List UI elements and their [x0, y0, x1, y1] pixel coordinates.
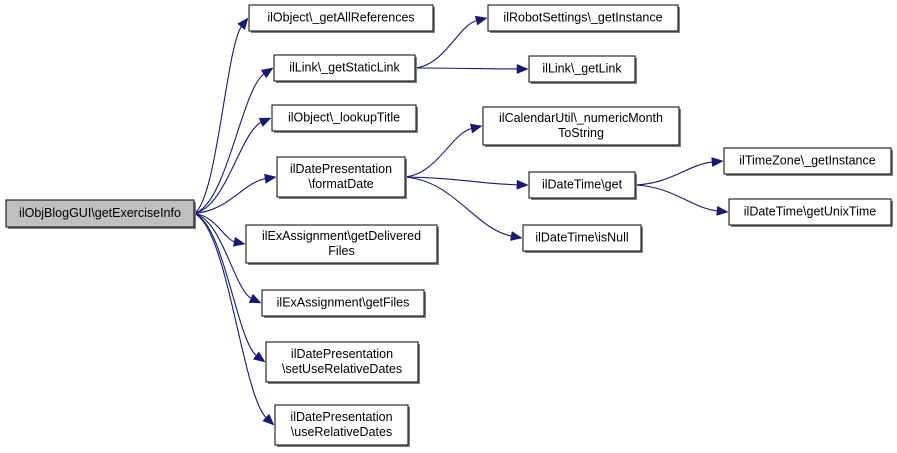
graph-node-label: ilObject\_lookupTitle — [288, 110, 400, 124]
graph-node-label: ilObject\_getAllReferences — [267, 10, 414, 24]
graph-node-root[interactable]: ilObjBlogGUI\getExerciseInfo — [5, 199, 196, 229]
graph-node-label: ilCalendarUtil\_numericMonth — [499, 111, 663, 125]
graph-node-getAllReferences[interactable]: ilObject\_getAllReferences — [248, 4, 435, 33]
edge-arrowhead — [237, 17, 249, 30]
graph-edge-dateTimeGet-to-timeZoneGetInstance — [634, 161, 714, 186]
graph-edge-root-to-setUseRelativeDates — [193, 212, 258, 357]
graph-node-label: ilExAssignment\getDelivered — [262, 229, 421, 243]
edge-arrowhead — [516, 63, 529, 74]
graph-node-label: ilDateTime\getUnixTime — [744, 204, 876, 218]
edge-arrowhead — [510, 231, 523, 241]
graph-node-getFiles[interactable]: ilExAssignment\getFiles — [261, 289, 426, 318]
graph-node-timeZoneGetInstance[interactable]: ilTimeZone\_getInstance — [723, 147, 893, 176]
graph-node-label: ilDatePresentation — [291, 347, 393, 361]
edge-arrowhead — [248, 293, 262, 304]
graph-edge-root-to-getDeliveredFiles — [193, 212, 236, 243]
node-layer: ilObjBlogGUI\getExerciseInfo ilObject\_ge… — [5, 4, 893, 447]
edge-arrowhead — [252, 351, 266, 363]
graph-node-label: ilDateTime\isNull — [535, 230, 628, 244]
graph-node-formatDate[interactable]: ilDatePresentation\formatDate — [276, 156, 407, 199]
edge-layer — [193, 15, 729, 426]
graph-edge-formatDate-to-dateTimeGet — [404, 176, 519, 186]
graph-node-getStaticLink[interactable]: ilLink\_getStaticLink — [273, 54, 417, 83]
graph-node-label: ilExAssignment\getFiles — [277, 295, 410, 309]
edge-arrowhead — [469, 123, 483, 134]
edge-arrowhead — [711, 157, 724, 168]
graph-node-label: ilDatePresentation — [290, 410, 392, 424]
graph-node-label: ilRobotSettings\_getInstance — [503, 10, 662, 24]
graph-edge-getStaticLink-to-robotSettings — [414, 19, 478, 69]
edge-arrowhead — [264, 173, 277, 184]
graph-edge-dateTimeGet-to-getUnixTime — [634, 184, 719, 212]
graph-edge-root-to-getStaticLink — [193, 72, 265, 215]
edge-arrowhead — [474, 15, 488, 26]
graph-edge-formatDate-to-numericMonthToString — [404, 127, 473, 178]
graph-node-label: Files — [328, 244, 354, 258]
graph-node-label: \setUseRelativeDates — [282, 362, 402, 376]
edge-arrowhead — [716, 205, 729, 216]
graph-edge-root-to-lookupTitle — [193, 121, 263, 215]
edge-arrowhead — [258, 117, 272, 128]
graph-node-dateTimeGet[interactable]: ilDateTime\get — [528, 171, 637, 200]
edge-arrowhead — [262, 413, 275, 426]
graph-node-useRelativeDates[interactable]: ilDatePresentation\useRelativeDates — [274, 404, 410, 447]
graph-node-label: ToString — [558, 126, 604, 140]
graph-node-robotSettings[interactable]: ilRobotSettings\_getInstance — [487, 4, 680, 33]
graph-node-dateTimeIsNull[interactable]: ilDateTime\isNull — [522, 224, 643, 253]
graph-node-label: ilDateTime\get — [542, 177, 623, 191]
graph-node-getLink[interactable]: ilLink\_getLink — [528, 55, 637, 84]
graph-edge-root-to-useRelativeDates — [193, 212, 268, 419]
graph-node-label: \formatDate — [308, 177, 373, 191]
edge-arrowhead — [232, 236, 246, 247]
graph-node-getUnixTime[interactable]: ilDateTime\getUnixTime — [728, 198, 893, 227]
graph-node-setUseRelativeDates[interactable]: ilDatePresentation\setUseRelativeDates — [265, 341, 420, 384]
graph-node-label: ilDatePresentation — [290, 162, 392, 176]
edge-arrowhead — [260, 67, 274, 79]
graph-node-lookupTitle[interactable]: ilObject\_lookupTitle — [271, 104, 418, 133]
graph-node-label: ilLink\_getLink — [542, 61, 622, 75]
graph-node-label: ilObjBlogGUI\getExerciseInfo — [19, 206, 181, 220]
graph-edge-getStaticLink-to-getLink — [414, 67, 519, 70]
graph-node-label: ilTimeZone\_getInstance — [739, 153, 875, 167]
graph-node-label: \useRelativeDates — [291, 425, 392, 439]
edge-arrowhead — [516, 179, 529, 190]
graph-edge-root-to-getAllReferences — [193, 25, 243, 214]
graph-node-label: ilLink\_getStaticLink — [289, 60, 400, 74]
graph-edge-root-to-formatDate — [193, 177, 267, 215]
graph-edge-formatDate-to-dateTimeIsNull — [404, 176, 513, 237]
graph-edge-root-to-getFiles — [193, 212, 253, 300]
